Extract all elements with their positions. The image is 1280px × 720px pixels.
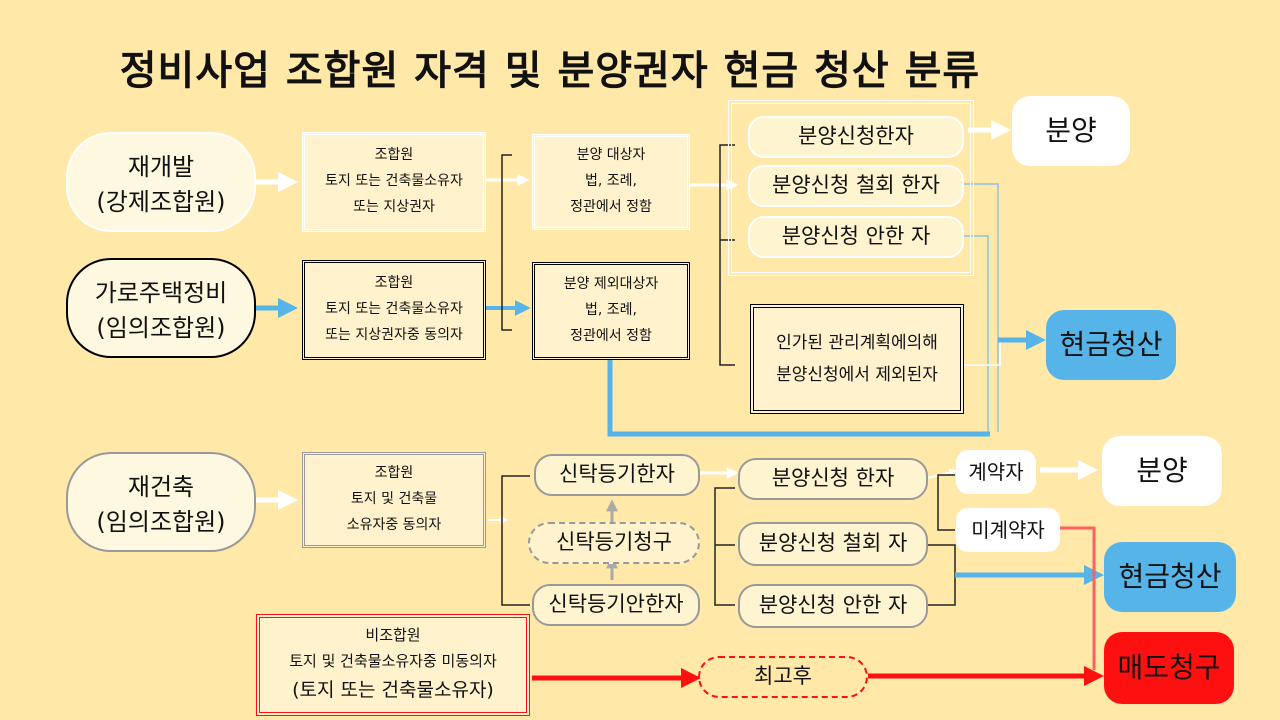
trust-request-pill: 신탁등기청구 — [528, 522, 700, 564]
member-street-line1: 조합원 — [374, 275, 414, 292]
member-recon-line2: 토지 및 건축물 — [350, 491, 438, 508]
upper-excluded-box: 인가된 관리계획에의해 분양신청에서 제외된자 — [750, 304, 964, 414]
upper-excluded-line1: 인가된 관리계획에의해 — [776, 332, 938, 353]
lower-withdrawn-pill: 분양신청 철회 자 — [738, 522, 928, 566]
member-redev-line1: 조합원 — [374, 147, 414, 164]
trust-not-registered-pill: 신탁등기안한자 — [532, 584, 700, 626]
upper-withdrawn-pill: 분양신청 철회 한자 — [748, 165, 964, 207]
non-member-box: 비조합원 토지 및 건축물소유자중 미동의자 (토지 또는 건축물소유자) — [256, 614, 530, 716]
outcome-cash-lower: 현금청산 — [1104, 542, 1236, 612]
non-contractor-pill: 미계약자 — [956, 508, 1060, 552]
contractor-pill: 계약자 — [956, 450, 1036, 494]
notice-pill: 최고후 — [698, 656, 868, 698]
source-street-housing: 가로주택정비 (임의조합원) — [66, 258, 256, 358]
source-street-housing-line2: (임의조합원) — [96, 314, 226, 342]
member-redev-line3: 또는 지상권자 — [353, 198, 435, 215]
bracket-upper-applications — [719, 144, 735, 366]
trust-registered-pill: 신탁등기한자 — [534, 454, 700, 496]
bracket-trust — [501, 475, 530, 606]
bracket-lower-applications — [714, 487, 735, 606]
non-member-line3: (토지 또는 건축물소유자) — [292, 679, 494, 702]
non-member-line2: 토지 및 건축물소유자중 미동의자 — [289, 651, 497, 670]
source-reconstruction: 재건축 (임의조합원) — [66, 452, 256, 552]
page-title: 정비사업 조합원 자격 및 분양권자 현금 청산 분류 — [119, 48, 981, 94]
source-redevelopment-line2: (강제조합원) — [96, 188, 226, 216]
lower-not-applied-pill: 분양신청 안한 자 — [738, 584, 928, 628]
sale-target-line2: 법, 조례, — [585, 173, 637, 190]
outcome-sale-demand: 매도청구 — [1104, 632, 1234, 704]
member-recon-line1: 조합원 — [374, 465, 414, 482]
member-box-street-housing: 조합원 토지 또는 건축물소유자 또는 지상권자중 동의자 — [302, 260, 486, 360]
upper-application-frame — [728, 100, 974, 276]
excluded-target-box: 분양 제외대상자 법, 조례, 정관에서 정함 — [532, 262, 690, 360]
line-withdrawn-cash — [962, 183, 999, 432]
bracket-member-targets — [501, 154, 512, 331]
sale-target-box: 분양 대상자 법, 조례, 정관에서 정함 — [532, 134, 690, 230]
line-noncontract-demand — [1060, 526, 1096, 670]
outcome-sale-lower: 분양 — [1102, 436, 1222, 506]
member-street-line2: 토지 또는 건축물소유자 — [325, 301, 463, 318]
upper-applied-pill: 분양신청한자 — [748, 116, 964, 158]
excluded-target-line1: 분양 제외대상자 — [563, 276, 659, 293]
member-box-reconstruction: 조합원 토지 및 건축물 소유자중 동의자 — [302, 452, 486, 548]
line-lower-to-cash — [928, 544, 956, 606]
non-member-line1: 비조합원 — [365, 626, 421, 645]
source-reconstruction-line2: (임의조합원) — [96, 508, 226, 536]
upper-excluded-line2: 분양신청에서 제외된자 — [776, 365, 938, 385]
bracket-contract — [937, 474, 955, 531]
excluded-target-line2: 법, 조례, — [585, 302, 637, 319]
outcome-sale-upper: 분양 — [1012, 96, 1130, 166]
sale-target-line1: 분양 대상자 — [576, 147, 646, 164]
sale-target-line3: 정관에서 정함 — [570, 198, 652, 215]
outcome-cash-upper: 현금청산 — [1046, 310, 1176, 380]
source-redevelopment: 재개발 (강제조합원) — [66, 132, 256, 232]
upper-not-applied-pill: 분양신청 안한 자 — [748, 216, 964, 258]
member-street-line3: 또는 지상권자중 동의자 — [325, 326, 463, 343]
member-recon-line3: 소유자중 동의자 — [346, 516, 442, 533]
excluded-target-line3: 정관에서 정함 — [570, 327, 652, 344]
lower-applied-pill: 분양신청 한자 — [738, 458, 928, 500]
line-excluded-cash — [962, 340, 1001, 366]
member-redev-line2: 토지 또는 건축물소유자 — [325, 173, 463, 190]
source-redevelopment-line1: 재개발 — [127, 153, 195, 181]
source-reconstruction-line1: 재건축 — [127, 473, 195, 501]
source-street-housing-line1: 가로주택정비 — [94, 279, 228, 307]
member-box-redevelopment: 조합원 토지 또는 건축물소유자 또는 지상권자 — [302, 132, 486, 232]
line-excluded-target-bottom — [607, 360, 990, 437]
